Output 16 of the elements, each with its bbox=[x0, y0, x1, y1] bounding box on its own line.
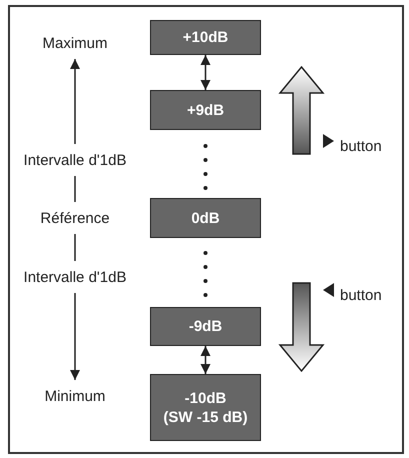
arrow bbox=[70, 59, 80, 144]
level-box: -9dB bbox=[150, 307, 261, 346]
level-label: Minimum bbox=[30, 386, 120, 406]
button-label: button bbox=[340, 286, 382, 305]
level-label: Intervalle d'1dB bbox=[10, 267, 140, 287]
level-box: 0dB bbox=[150, 198, 261, 238]
level-box: +10dB bbox=[150, 20, 261, 55]
level-box: -10dB (SW -15 dB) bbox=[150, 374, 261, 441]
level-box: +9dB bbox=[150, 90, 261, 130]
level-label: Intervalle d'1dB bbox=[10, 150, 140, 170]
level-label: Maximum bbox=[30, 33, 120, 53]
level-label: Référence bbox=[30, 208, 120, 228]
arrow bbox=[200, 346, 210, 374]
arrow bbox=[70, 293, 80, 380]
arrow bbox=[200, 55, 210, 90]
button-label: button bbox=[340, 137, 382, 156]
